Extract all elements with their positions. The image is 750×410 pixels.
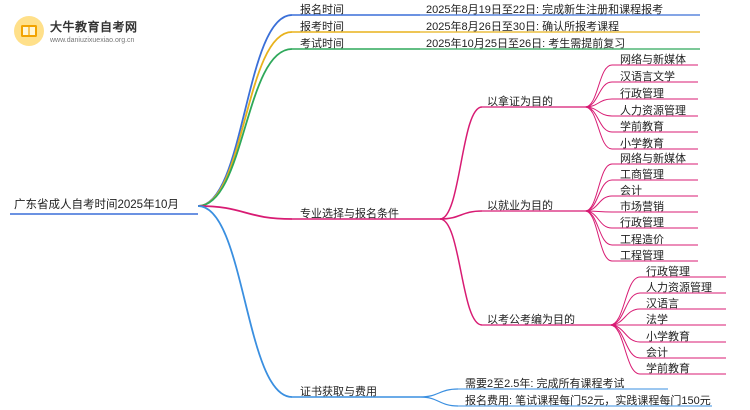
major-item[interactable]: 行政管理 (646, 266, 690, 278)
group-connector (439, 218, 483, 326)
group-connector (439, 210, 483, 220)
book-icon (14, 16, 44, 46)
branch-connector (197, 205, 293, 220)
item-connector (584, 106, 613, 150)
branch-application-detail[interactable]: 2025年8月26日至30日: 确认所报考课程 (426, 21, 620, 33)
brand-url: www.daniuzixuexiao.org.cn (50, 37, 135, 44)
fee-detail[interactable]: 报名费用: 笔试课程每门52元，实践课程每门150元 (465, 395, 711, 407)
item-connector (609, 276, 641, 326)
major-item[interactable]: 法学 (646, 314, 668, 326)
brand-name: 大牛教育自考网 (50, 20, 138, 34)
item-connector (584, 210, 613, 229)
branch-major-selection-label[interactable]: 专业选择与报名条件 (300, 208, 399, 220)
group-certificate-label[interactable]: 以拿证为目的 (487, 96, 553, 108)
branch-exam-label[interactable]: 考试时间 (300, 38, 344, 50)
branch-application-label[interactable]: 报考时间 (300, 21, 344, 33)
item-connector (609, 292, 641, 326)
major-item[interactable]: 工商管理 (620, 169, 664, 181)
major-item[interactable]: 会计 (646, 347, 668, 359)
major-item[interactable]: 网络与新媒体 (620, 153, 686, 165)
major-item[interactable]: 小学教育 (620, 138, 664, 150)
item-connector (584, 210, 613, 262)
root-topic[interactable]: 广东省成人自考时间2025年10月 (14, 199, 179, 211)
item-connector (609, 324, 641, 343)
major-item[interactable]: 人力资源管理 (620, 105, 686, 117)
branch-connector (197, 48, 293, 207)
branch-connector (197, 31, 293, 207)
group-connector (439, 106, 483, 220)
duration-detail[interactable]: 需要2至2.5年: 完成所有课程考试 (465, 378, 625, 390)
item-connector (419, 388, 459, 398)
item-connector (584, 163, 613, 212)
item-connector (584, 179, 613, 212)
item-connector (584, 210, 613, 246)
item-connector (609, 308, 641, 326)
branch-connector (197, 205, 293, 398)
branch-registration-label[interactable]: 报名时间 (300, 4, 344, 16)
major-item[interactable]: 会计 (620, 185, 642, 197)
major-item[interactable]: 学前教育 (620, 121, 664, 133)
major-item[interactable]: 工程管理 (620, 250, 664, 262)
item-connector (584, 81, 613, 108)
major-item[interactable]: 网络与新媒体 (620, 54, 686, 66)
major-item[interactable]: 行政管理 (620, 88, 664, 100)
major-item[interactable]: 小学教育 (646, 331, 690, 343)
major-item[interactable]: 人力资源管理 (646, 282, 712, 294)
major-item[interactable]: 市场营销 (620, 201, 664, 213)
branch-certificate-fee-label[interactable]: 证书获取与费用 (300, 386, 377, 398)
major-item[interactable]: 行政管理 (620, 217, 664, 229)
major-item[interactable]: 工程造价 (620, 234, 664, 246)
brand-logo[interactable]: 大牛教育自考网 www.daniuzixuexiao.org.cn (14, 16, 138, 46)
branch-registration-detail[interactable]: 2025年8月19日至22日: 完成新生注册和课程报考 (426, 4, 664, 16)
group-employment-label[interactable]: 以就业为目的 (487, 200, 553, 212)
major-item[interactable]: 汉语言文学 (620, 71, 675, 83)
item-connector (584, 64, 613, 108)
major-item[interactable]: 学前教育 (646, 363, 690, 375)
item-connector (609, 324, 641, 375)
branch-connector (197, 14, 293, 207)
major-item[interactable]: 汉语言 (646, 298, 679, 310)
branch-exam-detail[interactable]: 2025年10月25日至26日: 考生需提前复习 (426, 38, 626, 50)
group-civil-service-label[interactable]: 以考公考编为目的 (487, 314, 575, 326)
item-connector (419, 396, 459, 407)
